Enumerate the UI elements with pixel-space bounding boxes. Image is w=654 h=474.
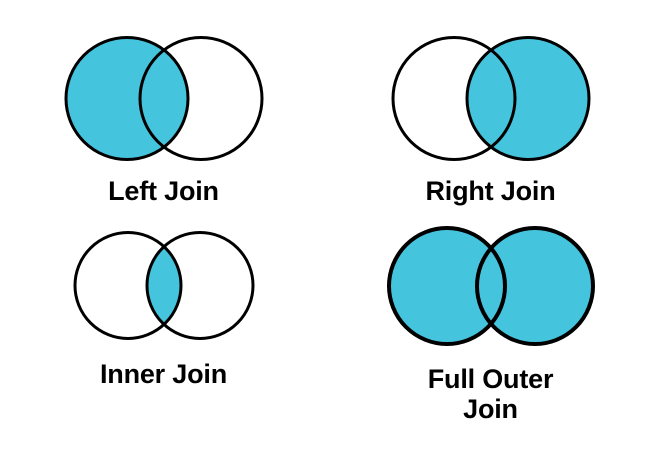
venn-svg-full-outer-join bbox=[386, 226, 595, 346]
label-full-outer-join: Full Outer Join bbox=[427, 364, 554, 425]
intersection-fill bbox=[139, 37, 188, 160]
panel-inner-join: Inner Join bbox=[0, 222, 327, 474]
left-circle-fill bbox=[388, 228, 505, 344]
venn-inner-join bbox=[70, 228, 258, 343]
right-circle-outline bbox=[145, 231, 254, 340]
venn-full-outer-join bbox=[385, 224, 597, 350]
left-circle-outline bbox=[386, 226, 507, 346]
left-circle-outline bbox=[73, 231, 182, 340]
venn-svg-right-join bbox=[391, 36, 590, 161]
right-circle-outline bbox=[465, 36, 590, 161]
venn-left-join bbox=[62, 33, 266, 164]
right-circle-outline bbox=[474, 226, 595, 346]
panel-right-join: Right Join bbox=[327, 0, 654, 222]
left-circle-outline bbox=[391, 36, 516, 161]
label-inner-join: Inner Join bbox=[99, 359, 227, 389]
venn-svg-inner-join bbox=[73, 231, 254, 340]
label-left-join: Left Join bbox=[108, 176, 219, 206]
panel-left-join: Left Join bbox=[0, 0, 327, 222]
intersection-fill bbox=[466, 37, 515, 160]
venn-svg-left-join bbox=[64, 36, 263, 161]
label-right-join: Right Join bbox=[425, 176, 556, 206]
panel-full-outer-join: Full Outer Join bbox=[327, 222, 654, 474]
right-circle-outline bbox=[138, 36, 263, 161]
left-circle-outline bbox=[64, 36, 189, 161]
right-circle-fill bbox=[476, 228, 593, 344]
venn-right-join bbox=[389, 33, 593, 164]
